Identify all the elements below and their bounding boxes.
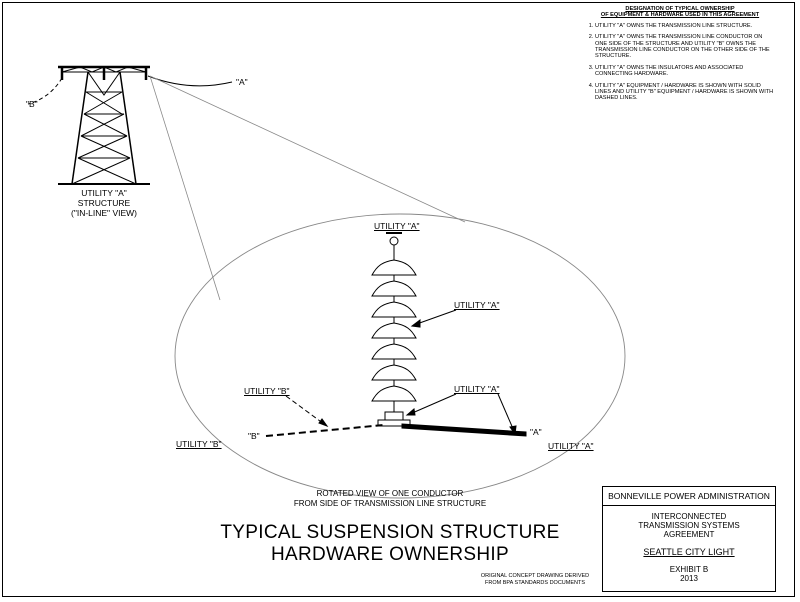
b-hardware-label: UTILITY "B" xyxy=(244,386,290,396)
conductor-b-end-label: "B" xyxy=(248,431,260,441)
tower-label-a: "A" xyxy=(236,77,248,87)
detail-top-label: UTILITY "A" xyxy=(374,221,420,231)
agreement-line1: INTERCONNECTED xyxy=(651,512,727,521)
origin-note-line2: FROM BPA STANDARDS DOCUMENTS xyxy=(484,579,586,586)
tower-caption-line1: UTILITY "A" xyxy=(81,188,127,198)
conductor-b-line xyxy=(265,424,385,437)
exhibit-info: EXHIBIT B 2013 xyxy=(603,565,775,583)
transmission-tower xyxy=(58,65,150,185)
insulator-string xyxy=(371,232,417,427)
conductor-a-end-label: "A" xyxy=(530,427,542,437)
conductor-a-line xyxy=(401,423,527,437)
insulator-label: UTILITY "A" xyxy=(454,300,500,310)
tower-caption: UTILITY "A" STRUCTURE ("IN-LINE" VIEW) xyxy=(54,188,154,218)
drawing-title-line1: TYPICAL SUSPENSION STRUCTURE xyxy=(220,522,560,543)
note-item-1: UTILITY "A" OWNS THE TRANSMISSION LINE S… xyxy=(595,23,774,29)
origin-note-line1: ORIGINAL CONCEPT DRAWING DERIVED xyxy=(480,573,590,579)
note-item-2: UTILITY "A" OWNS THE TRANSMISSION LINE C… xyxy=(595,34,774,60)
drawing-sheet xyxy=(2,2,795,597)
notes-title-line2: OF EQUIPMENT & HARDWARE USED IN THIS AGR… xyxy=(600,12,760,19)
exhibit-label: EXHIBIT B xyxy=(669,565,709,574)
agency-name: BONNEVILLE POWER ADMINISTRATION xyxy=(603,487,775,506)
agreement-line2: TRANSMISSION SYSTEMS xyxy=(638,521,740,530)
origin-note: ORIGINAL CONCEPT DRAWING DERIVED FROM BP… xyxy=(455,573,615,586)
rotated-view-line2: FROM SIDE OF TRANSMISSION LINE STRUCTURE xyxy=(293,499,487,508)
drawing-title: TYPICAL SUSPENSION STRUCTURE HARDWARE OW… xyxy=(180,522,600,566)
tower-caption-line3: ("IN-LINE" VIEW) xyxy=(70,208,137,218)
utility-name: SEATTLE CITY LIGHT xyxy=(643,547,735,557)
drawing-title-line2: HARDWARE OWNERSHIP xyxy=(271,544,509,565)
conductor-b-curve xyxy=(27,77,63,105)
tower-caption-line2: STRUCTURE xyxy=(77,198,131,208)
ownership-notes: DESIGNATION OF TYPICAL OWNERSHIP OF EQUI… xyxy=(586,6,774,107)
title-block: BONNEVILLE POWER ADMINISTRATION INTERCON… xyxy=(602,486,776,592)
tower-label-b: "B" xyxy=(26,99,38,109)
agreement-name: INTERCONNECTED TRANSMISSION SYSTEMS AGRE… xyxy=(603,512,775,539)
left-conductor-label: UTILITY "B" xyxy=(176,439,222,449)
note-item-3: UTILITY "A" OWNS THE INSULATORS AND ASSO… xyxy=(595,65,774,78)
note-item-4: UTILITY "A" EQUIPMENT / HARDWARE IS SHOW… xyxy=(595,83,774,102)
notes-list: UTILITY "A" OWNS THE TRANSMISSION LINE S… xyxy=(586,23,774,102)
agreement-line3: AGREEMENT xyxy=(663,530,715,539)
exhibit-year: 2013 xyxy=(680,574,698,583)
rotated-view-line1: ROTATED VIEW OF ONE CONDUCTOR xyxy=(316,489,464,498)
rotated-view-caption: ROTATED VIEW OF ONE CONDUCTOR FROM SIDE … xyxy=(220,489,560,509)
right-conductor-label: UTILITY "A" xyxy=(548,441,594,451)
notes-title-line1: DESIGNATION OF TYPICAL OWNERSHIP xyxy=(625,6,735,12)
notes-title: DESIGNATION OF TYPICAL OWNERSHIP OF EQUI… xyxy=(586,6,774,19)
detail-ellipse xyxy=(174,213,626,499)
hardware-label: UTILITY "A" xyxy=(454,384,500,394)
